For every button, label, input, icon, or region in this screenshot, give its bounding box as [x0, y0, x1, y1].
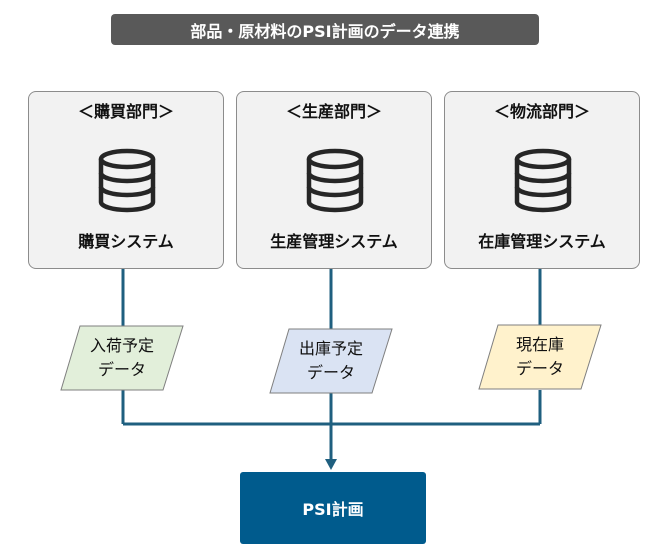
dept-box-purchase: ＜購買部門＞ 購買システム: [28, 91, 224, 269]
data-label-line1: 入荷予定: [89, 336, 154, 355]
dept-name-production: ＜生産部門＞: [285, 102, 382, 121]
dept-name-purchase: ＜購買部門＞: [77, 102, 174, 121]
data-label-line2: データ: [306, 363, 355, 382]
dept-name-logistics: ＜物流部門＞: [493, 102, 590, 121]
data-label-line1: 出庫予定: [298, 339, 363, 358]
dept-box-logistics: ＜物流部門＞ 在庫管理システム: [444, 91, 640, 269]
system-name-production: 生産管理システム: [270, 232, 398, 251]
parallelogram-shape: [478, 324, 602, 390]
parallelogram-shape: [269, 328, 393, 394]
data-item-shipping: 出庫予定 データ: [269, 328, 393, 394]
data-item-inventory: 現在庫 データ: [478, 324, 602, 390]
data-item-arrival: 入荷予定 データ: [60, 325, 184, 391]
system-name-purchase: 購買システム: [78, 232, 174, 251]
data-label-line1: 現在庫: [515, 335, 564, 354]
diagram-title: 部品・原材料のPSI計画のデータ連携: [111, 14, 539, 45]
parallelogram-shape: [60, 325, 184, 391]
data-label-line2: データ: [515, 359, 564, 378]
dept-box-production: ＜生産部門＞ 生産管理システム: [236, 91, 432, 269]
database-icon: [98, 148, 156, 213]
data-label-line2: データ: [97, 360, 146, 379]
psi-plan-box: PSI計画: [240, 472, 426, 544]
arrow-head-icon: [325, 459, 337, 470]
database-icon: [514, 148, 572, 213]
database-icon: [306, 148, 364, 213]
system-name-logistics: 在庫管理システム: [478, 232, 606, 251]
